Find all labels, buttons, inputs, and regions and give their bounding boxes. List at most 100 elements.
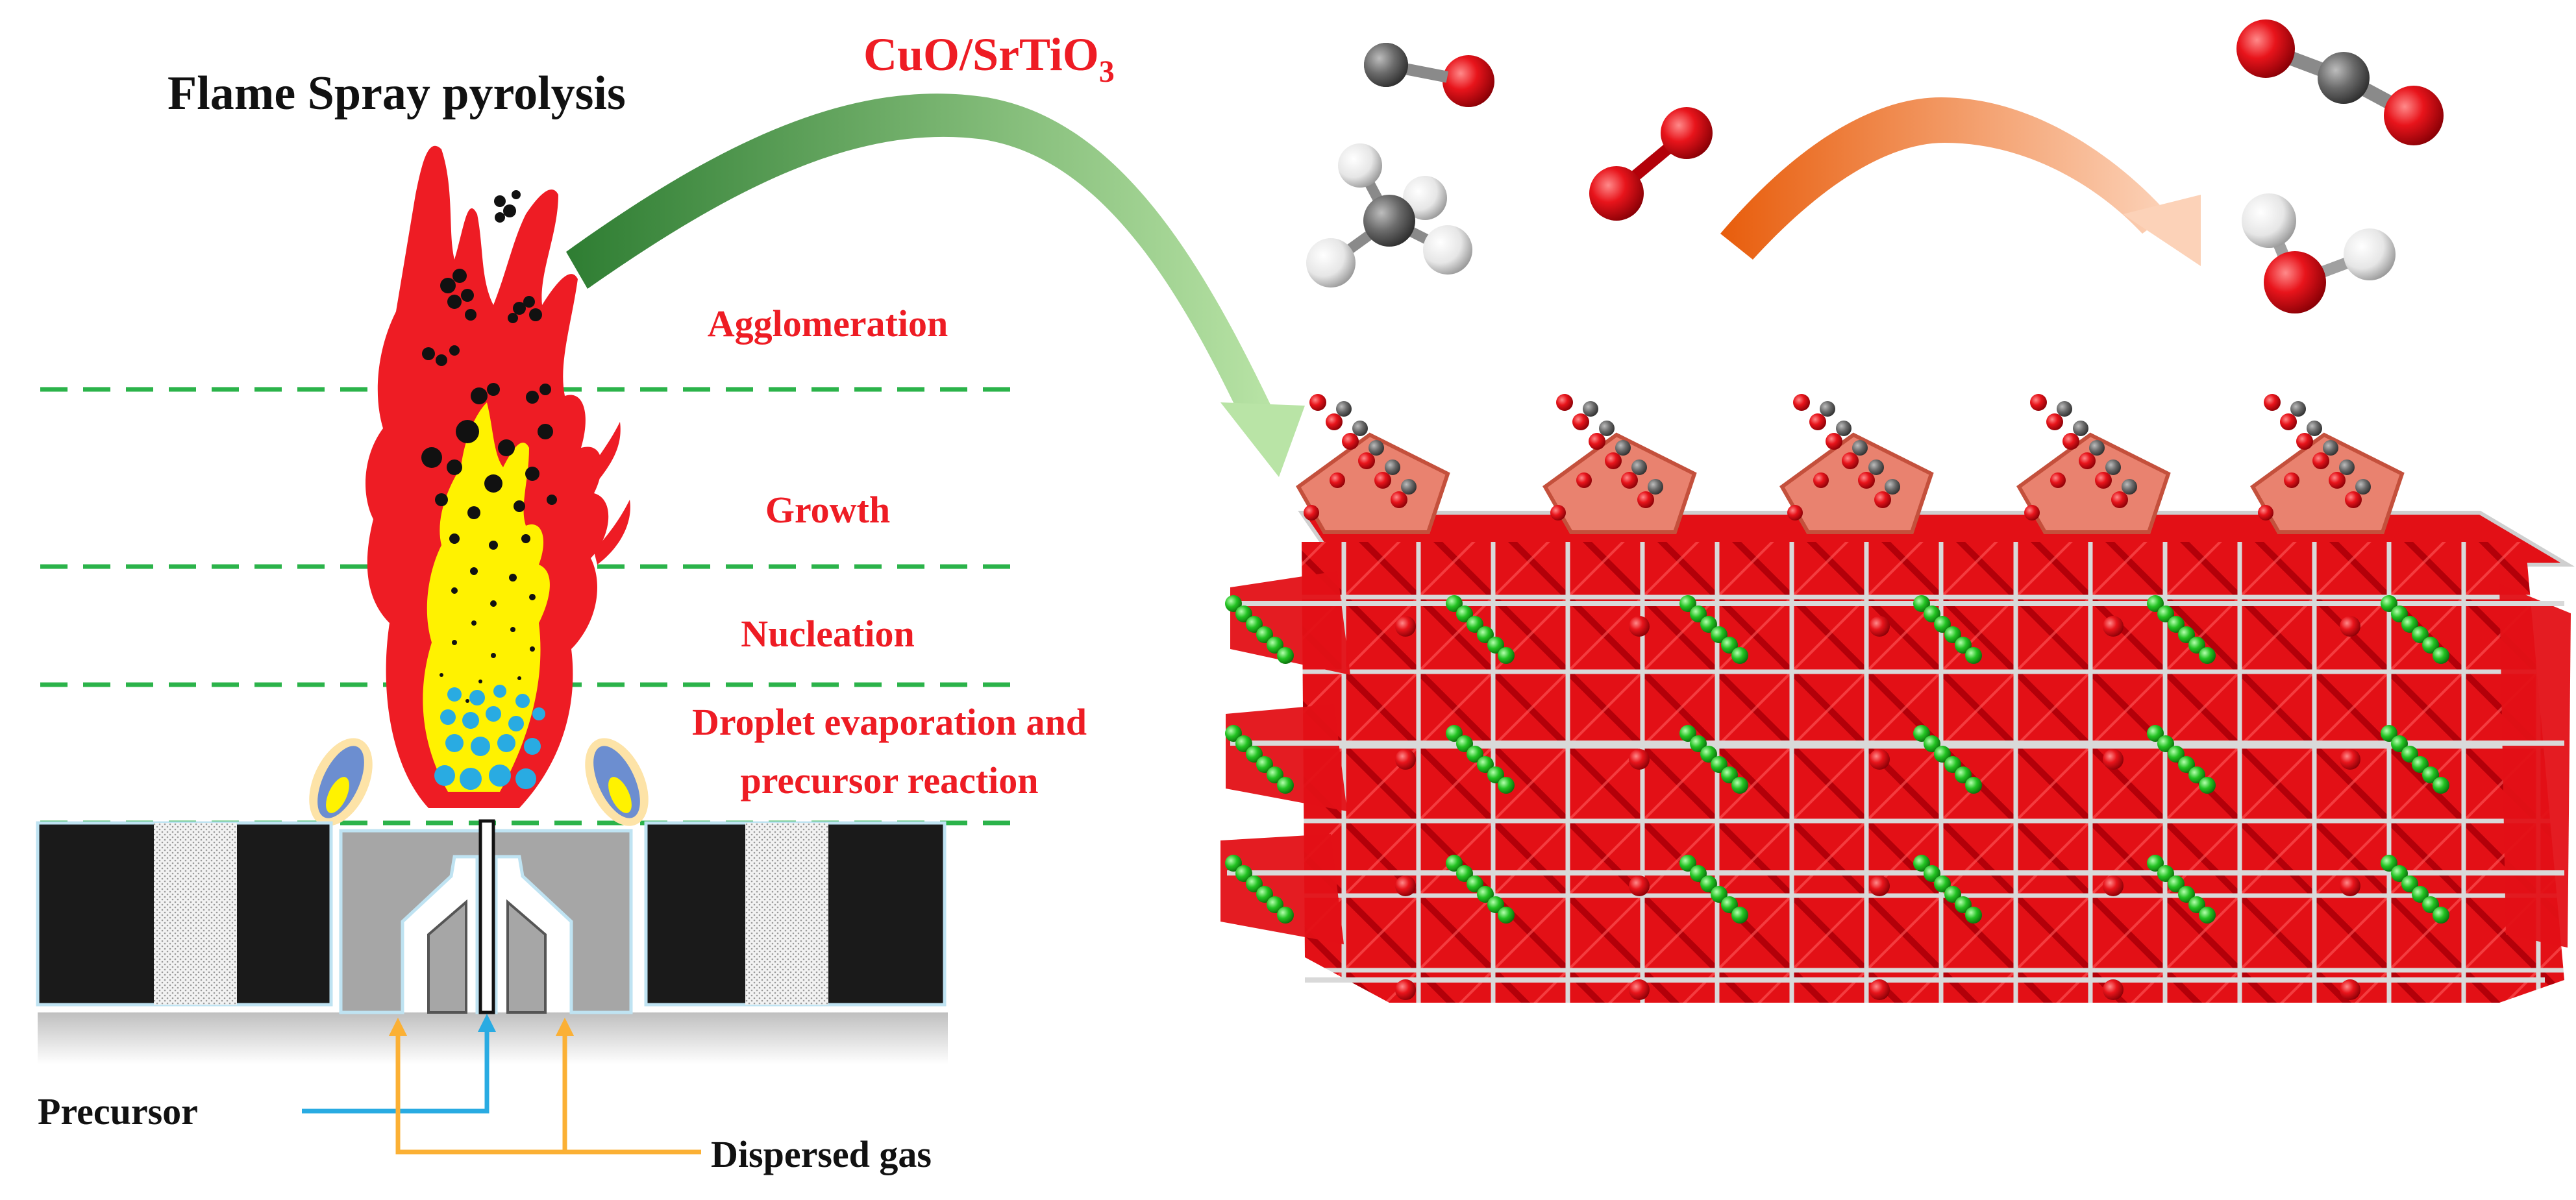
strontium-atom [2199,777,2216,794]
strontium-atom [1277,907,1294,924]
oxygen-atom [2340,979,2360,1000]
flame-tongue [594,500,630,565]
strontium-atom [2147,855,2164,872]
lattice-shelf-upper [1230,571,1350,675]
strontium-atom [2433,907,2449,924]
feed-lines [302,1014,701,1155]
strontium-atom [1267,896,1283,913]
lattice-shelf-right [2499,584,2571,948]
material-label: CuO/SrTiO3 [863,29,1115,89]
flame-tongue [584,422,621,493]
oxygen-atom [1869,749,1890,770]
oxygen-atom [1395,979,1416,1000]
precursor-line [302,1020,489,1114]
strontium-atom [2381,855,2397,872]
oxygen-atom [1395,616,1416,637]
stage-label-growth: Growth [765,489,890,531]
strontium-atom [2433,647,2449,664]
precursor-droplets [434,685,545,790]
strontium-atom [1277,647,1294,664]
strontium-atom [1721,637,1738,654]
oxygen-atom [2340,616,2360,637]
strontium-atom [1246,746,1263,763]
strontium-atom [1256,626,1273,643]
green-arrow [566,93,1305,477]
strontium-atom [2422,637,2439,654]
strontium-atom [2168,616,2185,633]
strontium-atom [2147,725,2164,742]
oxygen-nodes [1395,616,2360,1000]
strontium-atom [1477,886,1494,903]
strontium-atom [1934,746,1951,763]
strontium-atom [1246,616,1263,633]
flame-tongue [370,448,402,519]
gas-line [395,1024,701,1155]
stage-labels: Agglomeration Growth Nucleation Droplet … [692,302,1087,802]
cuo-cluster [1779,394,1934,534]
diagram-title: Flame Spray pyrolysis [167,67,626,120]
stage-label-nucleation: Nucleation [741,613,914,655]
strontium-atom [2178,886,2195,903]
strontium-atom [1256,886,1273,903]
strontium-atom [1955,896,1972,913]
strontium-atom [2401,616,2418,633]
oxygen-atom [2103,979,2124,1000]
strontium-atom [1944,756,1961,773]
strontium-atom [1456,865,1473,882]
strontium-atom [1679,595,1696,612]
strontium-atom [1235,865,1252,882]
strontium-atom [1267,637,1283,654]
strontium-atom [1498,647,1515,664]
strontium-atom [2188,637,2205,654]
stage-label-droplet-evaporation: Droplet evaporation and [692,701,1087,743]
lattice-shelf-lower [1220,834,1344,944]
strontium-atom [1700,746,1717,763]
strontium-atom [1225,855,1242,872]
molecule-methane [1306,143,1472,288]
cuo-surface-clusters [1296,394,2405,534]
strontium-atom [2401,876,2418,892]
strontium-atom [1711,886,1728,903]
strontium-atom [1235,735,1252,752]
strontium-atom [1235,606,1252,622]
strontium-atom [1955,637,1972,654]
strontium-atom [1965,777,1982,794]
strontium-atom [1690,735,1707,752]
oxygen-atom [2340,876,2360,896]
strontium-atom [1225,595,1242,612]
strontium-atom [2178,756,2195,773]
strontium-atom [1711,626,1728,643]
strontium-atom [2433,777,2449,794]
cuo-cluster [1542,394,1697,534]
precursor-capillary [478,819,495,1014]
dispersed-gas-label: Dispersed gas [711,1133,932,1175]
oxygen-atom [1629,616,1650,637]
molecule-carbon-dioxide [2236,19,2444,145]
lattice-front-block [1302,542,2564,1003]
green-arrowhead [1220,402,1305,477]
strontium-atom [2157,865,2174,882]
strontium-atom [2381,725,2397,742]
strontium-atom [1913,855,1930,872]
nozzle-inner-left [427,899,467,1014]
oxygen-atom [1869,876,1890,896]
oxygen-atom [1629,979,1650,1000]
strontium-atom [2188,896,2205,913]
strontium-atom [1934,616,1951,633]
oxygen-atom [1869,616,1890,637]
oxygen-atom [2103,616,2124,637]
strontium-atom [1679,855,1696,872]
nozzle-assembly [36,819,948,1064]
strontium-atom [2412,626,2429,643]
strontium-atom [1700,876,1717,892]
strontium-atom [2412,886,2429,903]
strontium-atom [1256,756,1273,773]
strontium-atom [1913,595,1930,612]
nozzle-base-floor [38,1012,948,1064]
strontium-atom [1487,896,1504,913]
strontium-atom [2401,746,2418,763]
precursor-arrowhead [478,1014,496,1032]
strontium-atom [1267,766,1283,783]
strontium-atom [1924,735,1940,752]
